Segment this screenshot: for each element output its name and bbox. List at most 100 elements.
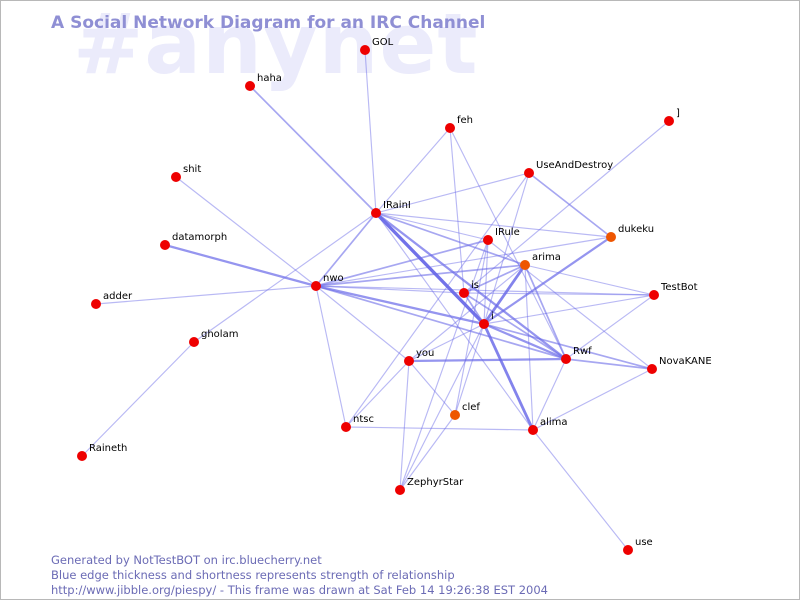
node-useanddestroy[interactable]: UseAndDestroy bbox=[524, 160, 613, 178]
edge-i-you bbox=[408, 323, 485, 362]
edge-nwo-you bbox=[315, 285, 410, 362]
edge-feh-rwf bbox=[449, 127, 567, 360]
node-rwf[interactable]: Rwf bbox=[561, 346, 592, 364]
node-bracket[interactable]: ] bbox=[664, 108, 680, 126]
edge-shit-nwo bbox=[175, 176, 317, 287]
node-dot[interactable] bbox=[647, 364, 657, 374]
node-raineth[interactable]: Raineth bbox=[77, 443, 127, 461]
node-dot[interactable] bbox=[245, 81, 255, 91]
footer-generated-by: Generated by NotTestBOT on irc.bluecherr… bbox=[51, 553, 322, 567]
edge-feh-iraini bbox=[375, 127, 451, 214]
node-dot[interactable] bbox=[77, 451, 87, 461]
node-i[interactable]: i bbox=[479, 311, 494, 329]
edge-useanddestroy-dukeku bbox=[528, 172, 612, 238]
edge-iraini-nwo bbox=[315, 212, 377, 287]
diagram-title: A Social Network Diagram for an IRC Chan… bbox=[51, 13, 486, 33]
edge-is-testbot bbox=[463, 292, 655, 296]
node-dot[interactable] bbox=[479, 319, 489, 329]
node-use[interactable]: use bbox=[623, 537, 653, 555]
node-dot[interactable] bbox=[171, 172, 181, 182]
node-gol[interactable]: GOL bbox=[360, 37, 394, 55]
node-gholam[interactable]: gholam bbox=[189, 329, 238, 347]
edge-iraini-irule bbox=[375, 212, 489, 241]
node-dot[interactable] bbox=[445, 123, 455, 133]
node-nwo[interactable]: nwo bbox=[311, 273, 344, 291]
edge-useanddestroy-ntsc bbox=[345, 172, 530, 428]
node-dot[interactable] bbox=[520, 260, 530, 270]
node-dot[interactable] bbox=[91, 299, 101, 309]
node-haha[interactable]: haha bbox=[245, 73, 282, 91]
node-label: nwo bbox=[323, 273, 344, 284]
footer-source-timestamp: http://www.jibble.org/piespy/ - This fra… bbox=[51, 583, 548, 597]
edge-i-rwf bbox=[482, 322, 568, 361]
edge-i-clef bbox=[454, 323, 485, 416]
node-arima[interactable]: arima bbox=[520, 252, 561, 270]
node-clef[interactable]: clef bbox=[450, 402, 480, 420]
node-dot[interactable] bbox=[360, 45, 370, 55]
node-label: IRainI bbox=[383, 200, 411, 211]
edge-you-rwf bbox=[407, 357, 568, 363]
node-dot[interactable] bbox=[664, 116, 674, 126]
node-dot[interactable] bbox=[649, 290, 659, 300]
node-shit[interactable]: shit bbox=[171, 164, 201, 182]
node-dot[interactable] bbox=[528, 425, 538, 435]
node-dot[interactable] bbox=[606, 232, 616, 242]
node-dot[interactable] bbox=[371, 208, 381, 218]
edge-arima-is bbox=[463, 264, 526, 294]
edge-nwo-rwf bbox=[315, 285, 567, 360]
node-dot[interactable] bbox=[311, 281, 321, 291]
edge-gol-iraini bbox=[364, 49, 377, 214]
edge-clef-zephyrstar bbox=[399, 414, 456, 491]
node-label: is bbox=[471, 280, 479, 291]
edge-i-novakane bbox=[483, 323, 653, 370]
node-iraini[interactable]: IRainI bbox=[371, 200, 411, 218]
node-zephyrstar[interactable]: ZephyrStar bbox=[395, 477, 464, 495]
node-irule[interactable]: IRule bbox=[483, 227, 520, 245]
edge-you-ntsc bbox=[345, 360, 410, 428]
edge-adder-nwo bbox=[95, 285, 317, 305]
node-dot[interactable] bbox=[561, 354, 571, 364]
node-dot[interactable] bbox=[160, 240, 170, 250]
node-dot[interactable] bbox=[459, 288, 469, 298]
node-alima[interactable]: alima bbox=[528, 417, 568, 435]
edge-ntsc-alima bbox=[345, 426, 534, 431]
edge-i-zephyrstar bbox=[399, 323, 485, 491]
node-dot[interactable] bbox=[395, 485, 405, 495]
edge-iraini-dukeku bbox=[375, 212, 612, 238]
node-dot[interactable] bbox=[524, 168, 534, 178]
node-datamorph[interactable]: datamorph bbox=[160, 232, 227, 250]
node-dot[interactable] bbox=[450, 410, 460, 420]
node-dot[interactable] bbox=[483, 235, 493, 245]
node-you[interactable]: you bbox=[404, 348, 434, 366]
node-label: Rwf bbox=[573, 346, 592, 357]
node-label: arima bbox=[532, 252, 561, 263]
edge-iraini-rwf bbox=[374, 211, 568, 361]
node-ntsc[interactable]: ntsc bbox=[341, 414, 374, 432]
node-dot[interactable] bbox=[341, 422, 351, 432]
edge-bracket-is bbox=[463, 120, 670, 294]
edge-arima-nwo bbox=[315, 264, 526, 287]
edge-i-testbot bbox=[483, 294, 655, 325]
edge-dukeku-nwo bbox=[315, 236, 612, 287]
edge-rwf-novakane bbox=[565, 358, 653, 370]
node-adder[interactable]: adder bbox=[91, 291, 133, 309]
edge-you-clef bbox=[408, 360, 456, 416]
edge-i-alima bbox=[482, 322, 535, 432]
edge-irule-novakane bbox=[487, 239, 653, 370]
node-feh[interactable]: feh bbox=[445, 115, 473, 133]
node-label: gholam bbox=[201, 329, 238, 340]
edge-arima-testbot bbox=[524, 264, 655, 296]
edge-alima-use bbox=[532, 429, 629, 551]
edge-feh-is bbox=[449, 127, 465, 294]
node-is[interactable]: is bbox=[459, 280, 479, 298]
node-dukeku[interactable]: dukeku bbox=[606, 224, 654, 242]
node-dot[interactable] bbox=[404, 356, 414, 366]
node-novakane[interactable]: NovaKANE bbox=[647, 356, 712, 374]
edge-nwo-ntsc bbox=[315, 285, 347, 428]
node-testbot[interactable]: TestBot bbox=[649, 282, 698, 300]
node-dot[interactable] bbox=[189, 337, 199, 347]
edges-layer bbox=[81, 49, 670, 551]
node-dot[interactable] bbox=[623, 545, 633, 555]
